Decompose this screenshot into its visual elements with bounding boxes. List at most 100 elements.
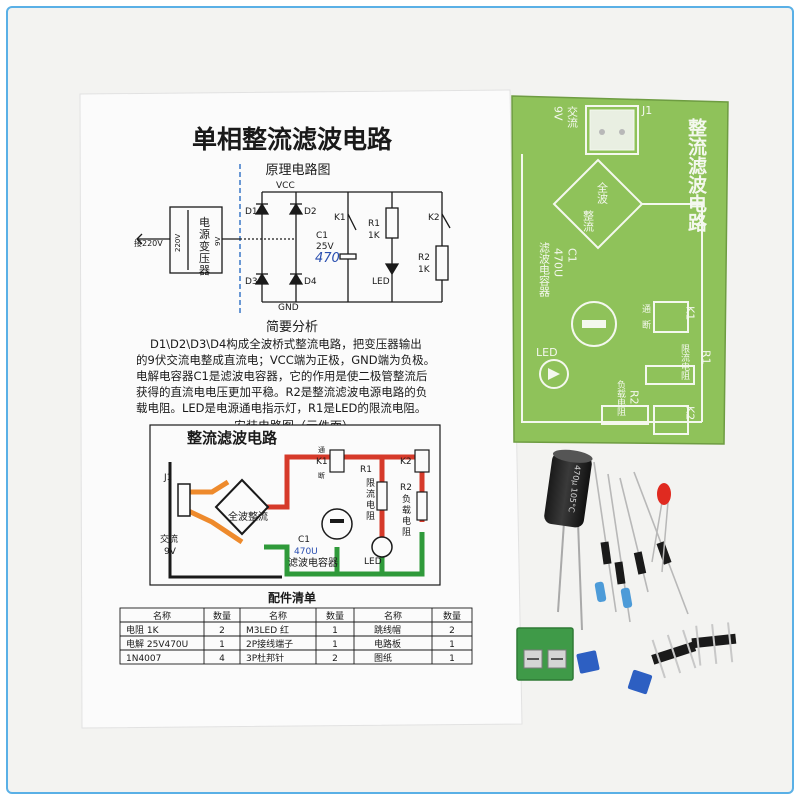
label-r1: R1: [368, 219, 380, 229]
schematic-diagram: [136, 164, 451, 314]
label-gnd: GND: [278, 303, 299, 313]
capacitor-top: [552, 449, 593, 463]
install-k1: [329, 449, 345, 473]
analysis-line-5: 载电阻。LED是电源通电指示灯，R1是LED的限流电阻。: [136, 401, 426, 415]
parts-col-qty-2: 数量: [326, 610, 344, 622]
label-c1: C1: [316, 231, 328, 241]
sheet-title: 单相整流滤波电路: [192, 125, 393, 154]
install-label-c1: C1: [298, 535, 310, 545]
resistor-r1-symbol: [385, 207, 399, 239]
parts-cell: 图纸: [374, 652, 392, 664]
pcb-silkscreen: [521, 105, 703, 435]
label-k2: K2: [428, 213, 440, 223]
pcb-label-k2: K2: [684, 406, 697, 420]
label-r2: R2: [418, 253, 430, 263]
parts-cell: 跳线帽: [374, 624, 401, 636]
parts-cell: 1: [449, 654, 455, 664]
pin-header-1: [651, 629, 697, 679]
analysis-line-4: 获得的直流电电压更加平稳。R2是整流滤波电源电路的负: [136, 385, 427, 399]
pcb-label-j1: J1: [641, 104, 652, 117]
pin: [727, 622, 734, 663]
pcb-label-led: LED: [536, 346, 558, 359]
parts-col-qty-1: 数量: [213, 610, 231, 622]
diode-1-lead: [593, 461, 617, 613]
switch-k2: [441, 213, 451, 229]
transformer-char-3: 变: [199, 239, 210, 253]
pcb-k2-outline: [653, 405, 689, 435]
capacitor-lead-left: [557, 521, 565, 613]
instruction-sheet: 单相整流滤波电路 原理电路图: [79, 89, 523, 729]
parts-cell: 1: [332, 640, 338, 650]
parts-cell: 1: [219, 640, 225, 650]
pin: [695, 625, 702, 666]
diode-d4-symbol: [288, 272, 304, 285]
diode-3-body: [633, 551, 647, 575]
install-label-filter: 滤波电容器: [288, 556, 338, 569]
pcb-pad: [599, 129, 605, 135]
label-led: LED: [372, 277, 390, 287]
parts-col-qty-3: 数量: [443, 610, 461, 622]
label-r2-value: 1K: [418, 265, 431, 275]
parts-table: [119, 607, 473, 665]
pcb-label-duan: 断: [642, 319, 651, 331]
pcb-led-outline: [539, 359, 569, 389]
led-lead-1: [651, 501, 663, 563]
label-k1: K1: [334, 213, 346, 223]
parts-cell: 2P接线端子: [246, 638, 293, 650]
install-load-4: 阻: [402, 527, 411, 538]
install-k2: [414, 449, 430, 473]
parts-heading: 配件清单: [268, 590, 316, 605]
pcb-r1-outline: [645, 365, 695, 385]
install-led: [371, 536, 393, 558]
label-vcc: VCC: [276, 181, 295, 191]
led-lead-2: [661, 501, 669, 573]
handwritten-470: 470: [315, 251, 340, 266]
pin: [682, 629, 697, 669]
install-label-ac: 交流: [160, 533, 178, 545]
pcb-label-9v: 9V: [552, 106, 565, 121]
install-diagram-box: [149, 424, 441, 586]
label-9v: 9V: [214, 237, 222, 246]
label-c1-value: 25V: [316, 242, 334, 252]
pcb-title: 整流滤波电路: [685, 117, 707, 233]
pcb-led-mark: [548, 368, 560, 380]
install-j1: [177, 483, 191, 517]
led-dome: [657, 483, 671, 505]
transformer-char-2: 源: [199, 227, 210, 241]
install-limit-4: 阻: [366, 511, 375, 522]
install-label-9v: 9V: [164, 547, 177, 557]
pcb-r2-outline: [601, 405, 649, 425]
install-label-duan: 断: [318, 471, 325, 480]
analysis-line-2: 的9伏交流电整成直流电；VCC端为正极，GND端为负极。: [136, 353, 435, 367]
input-arrow-left: [136, 233, 143, 245]
install-label-k1: K1: [316, 457, 328, 467]
install-label-r2: R2: [400, 483, 412, 493]
loose-components: 470μ 105°C: [516, 449, 737, 695]
wire-green-gnd: [264, 532, 425, 577]
diode-2-body: [614, 561, 626, 585]
label-d2: D2: [304, 207, 317, 217]
cap-c1-symbol: [339, 253, 357, 260]
parts-cell: 2: [332, 654, 338, 664]
photo-scene: 单相整流滤波电路 原理电路图: [79, 89, 737, 729]
install-load-2: 载: [402, 504, 411, 516]
pcb-label-filter: 滤波电容器: [538, 242, 551, 298]
pcb-cap-outline: [571, 301, 617, 347]
pcb-label-limit: 限流电阻: [679, 344, 690, 380]
pcb-trace-right: [642, 203, 703, 422]
pcb-j1-outline: [585, 105, 639, 155]
install-title: 整流滤波电路: [187, 429, 278, 447]
label-r1-value: 1K: [368, 231, 381, 241]
parts-cell: M3LED 红: [246, 624, 289, 636]
label-d1: D1: [245, 207, 258, 217]
led-symbol: [384, 263, 400, 276]
transformer-char-5: 器: [199, 264, 210, 277]
install-load-1: 负: [402, 493, 411, 505]
pcb-bridge-outline: [552, 158, 644, 250]
pin: [711, 623, 718, 664]
schematic-heading: 原理电路图: [265, 162, 330, 178]
switch-k1: [347, 213, 357, 231]
parts-col-name-3: 名称: [384, 610, 402, 622]
diode-d3-symbol: [254, 272, 270, 285]
pcb-label-k1: K1: [684, 306, 697, 320]
